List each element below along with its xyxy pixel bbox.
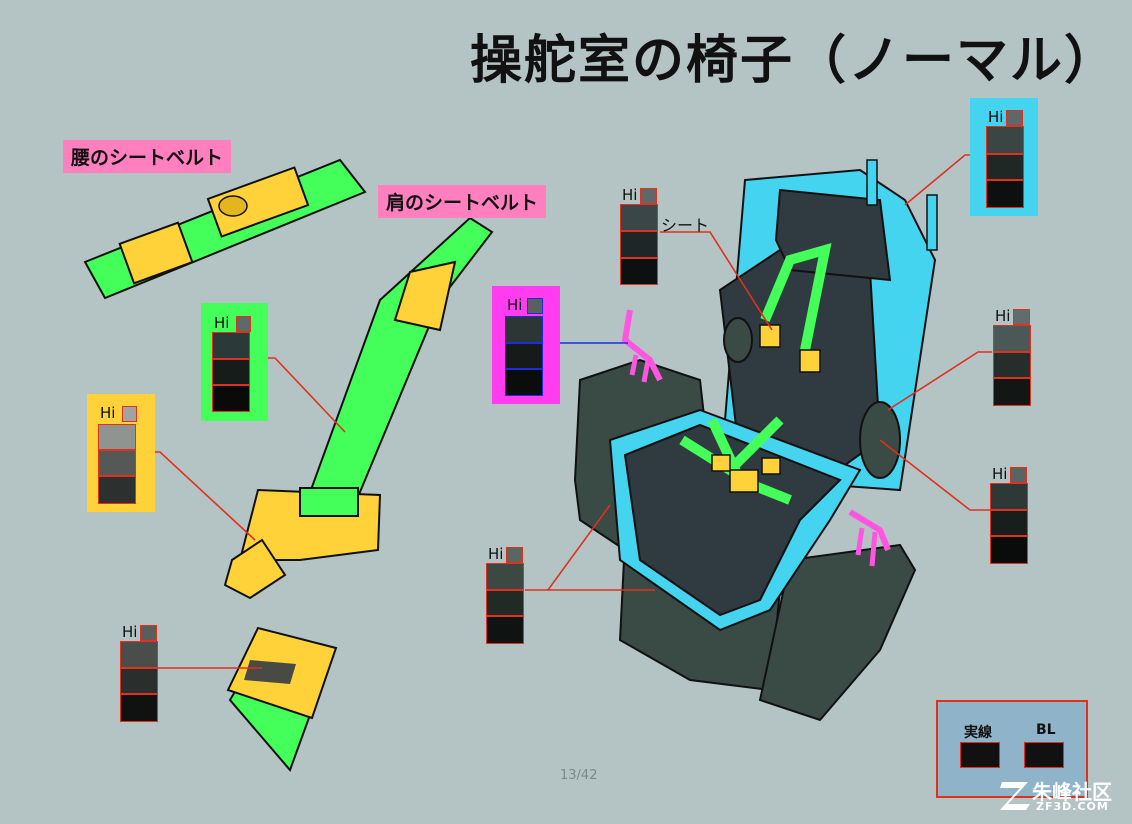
hi-chip: [527, 298, 543, 314]
line-legend: 実線 BL: [936, 700, 1088, 798]
swatch-light: [990, 483, 1028, 510]
swatch-light: [993, 325, 1031, 352]
swatch-mid: [993, 352, 1031, 378]
swatch-dark: [986, 180, 1024, 208]
swatch-dark: [990, 536, 1028, 564]
watermark-logo-icon: [1000, 782, 1030, 810]
waist-belt-label: 腰のシートベルト: [63, 140, 232, 173]
swatch-light: [98, 424, 136, 450]
buckle-illustration: [226, 626, 338, 772]
hi-chip: [1013, 309, 1030, 325]
swatch-dark: [120, 694, 158, 722]
waist-belt-illustration: [83, 158, 367, 300]
swatch-mid: [98, 450, 136, 476]
hi-chip: [640, 188, 657, 204]
hi-chip: [1006, 110, 1023, 126]
seat-label: シート: [661, 216, 710, 235]
hi-label: Hi: [622, 186, 638, 204]
swatch-mid: [986, 154, 1024, 180]
swatch-mid: [505, 343, 543, 369]
hi-label: Hi: [507, 296, 523, 314]
hi-chip: [236, 316, 251, 332]
hi-label: Hi: [988, 108, 1004, 126]
swatch-light: [212, 332, 250, 359]
hi-label: Hi: [995, 307, 1011, 325]
swatch-light: [505, 316, 543, 343]
swatch-dark: [620, 258, 658, 285]
swatch-mid: [212, 359, 250, 385]
page-title: 操舵室の椅子（ノーマル）: [470, 30, 1119, 91]
hi-label: Hi: [214, 314, 230, 332]
hi-label: Hi: [488, 545, 504, 563]
swatch-dark: [98, 476, 136, 504]
watermark-cn: 朱峰社区: [1032, 780, 1112, 804]
hi-label: Hi: [100, 404, 116, 422]
watermark-en: ZF3D.COM: [1036, 800, 1109, 813]
swatch-light: [486, 563, 524, 590]
hi-chip: [122, 406, 137, 422]
shoulder-belt-illustration: [223, 216, 494, 600]
swatch-mid: [120, 668, 158, 694]
swatch-dark: [212, 385, 250, 412]
swatch-light: [620, 204, 658, 231]
hi-label: Hi: [992, 465, 1008, 483]
swatch-mid: [990, 510, 1028, 536]
page-number: 13/42: [560, 768, 598, 783]
legend-bl-swatch: [1024, 742, 1064, 768]
swatch-dark: [505, 369, 543, 396]
hi-chip: [1010, 467, 1027, 483]
swatch-light: [120, 641, 158, 668]
legend-solid-line-swatch: [960, 742, 1000, 768]
hi-chip: [140, 625, 157, 641]
swatch-mid: [620, 231, 658, 258]
legend-bl-label: BL: [1036, 722, 1056, 738]
swatch-dark: [486, 616, 524, 644]
shoulder-belt-label: 肩のシートベルト: [378, 185, 547, 218]
hi-label: Hi: [122, 623, 138, 641]
swatch-dark: [993, 378, 1031, 406]
legend-solid-line-label: 実線: [964, 725, 992, 741]
swatch-mid: [486, 590, 524, 616]
swatch-light: [986, 126, 1024, 154]
hi-chip: [506, 547, 523, 563]
